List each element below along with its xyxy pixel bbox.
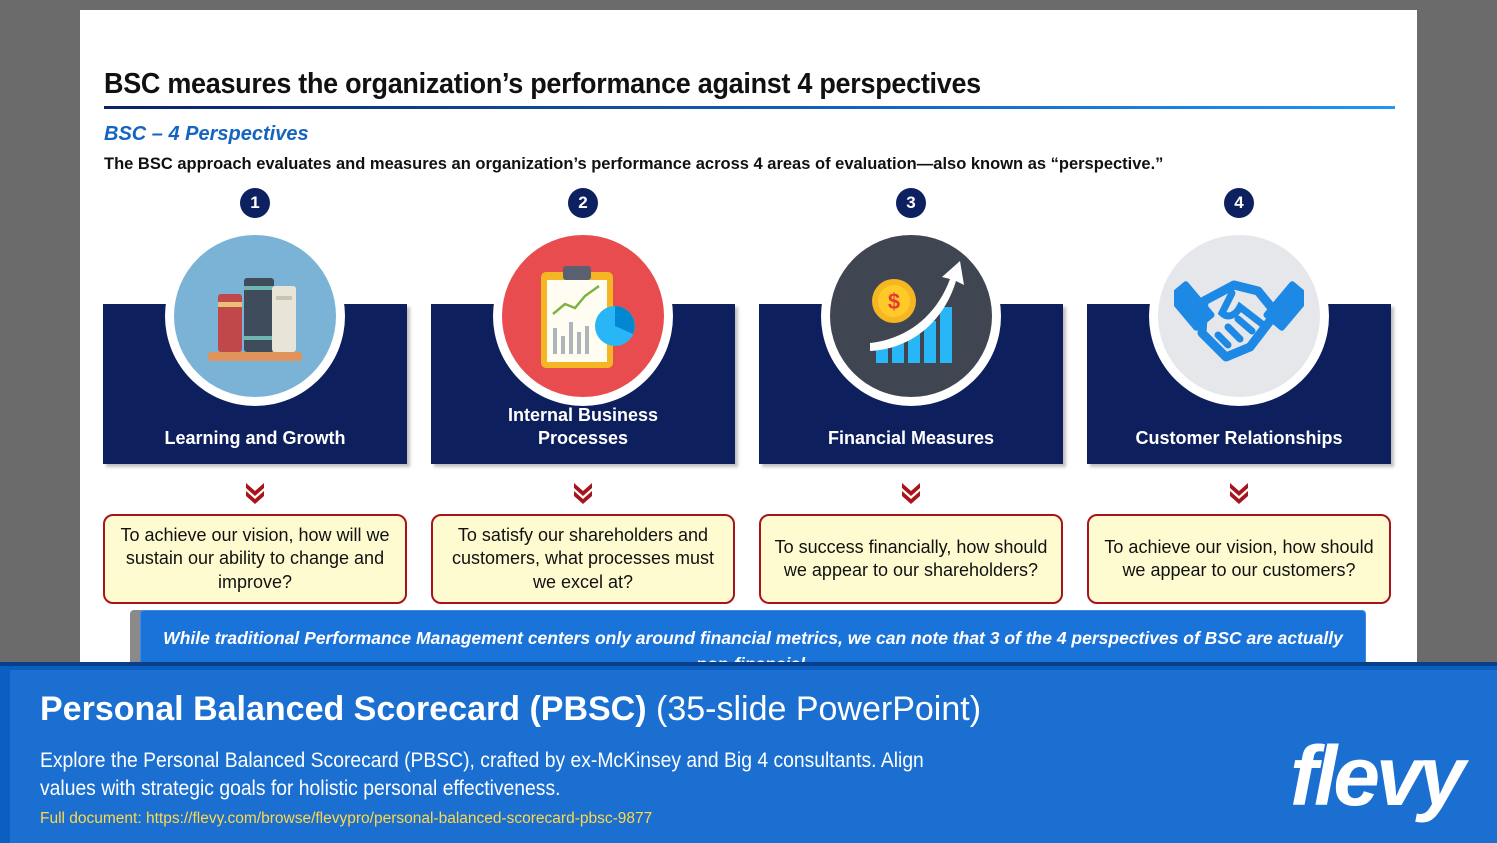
clipboard-chart-icon xyxy=(502,235,664,397)
perspective-number: 2 xyxy=(568,188,598,218)
chevron-down-icon xyxy=(246,483,264,504)
perspective-number: 3 xyxy=(896,188,926,218)
perspective-customer: 4 Customer Relationships To achieve our … xyxy=(1087,188,1391,604)
icon-ring xyxy=(1149,226,1329,406)
perspective-label: Learning and Growth xyxy=(164,428,346,448)
slide-title: BSC measures the organization’s performa… xyxy=(104,68,981,100)
chevron-down-icon xyxy=(574,483,592,504)
handshake-icon xyxy=(1158,235,1320,397)
flevy-logo[interactable]: flevy xyxy=(1290,729,1465,823)
footer-title-bold: Personal Balanced Scorecard (PBSC) xyxy=(40,690,647,728)
perspective-question: To achieve our vision, how should we app… xyxy=(1087,514,1391,604)
perspective-number: 4 xyxy=(1224,188,1254,218)
footer-inner xyxy=(10,670,1497,843)
slide-subtitle: BSC – 4 Perspectives xyxy=(104,123,309,145)
footer-description: Explore the Personal Balanced Scorecard … xyxy=(40,749,924,800)
perspective-number: 1 xyxy=(240,188,270,218)
perspective-label: Customer Relationships xyxy=(1135,428,1343,448)
title-rule xyxy=(104,106,1395,109)
note-callout: While traditional Performance Management… xyxy=(140,610,1366,670)
footer-document-link[interactable]: Full document: https://flevy.com/browse/… xyxy=(40,810,653,827)
footer-banner xyxy=(0,662,1497,843)
perspective-internal-business: 2 Internal Business Processes xyxy=(431,188,735,604)
chevron-down-icon xyxy=(1230,483,1248,504)
books-icon xyxy=(174,235,336,397)
chevron-down-icon xyxy=(902,483,920,504)
perspective-question: To satisfy our shareholders and customer… xyxy=(431,514,735,604)
perspective-question: To achieve our vision, how will we susta… xyxy=(103,514,407,604)
icon-ring xyxy=(493,226,673,406)
footer-title-light: (35-slide PowerPoint) xyxy=(646,690,982,728)
svg-text:$: $ xyxy=(888,289,900,314)
slide-description: The BSC approach evaluates and measures … xyxy=(104,155,1164,173)
footer-title: Personal Balanced Scorecard (PBSC) (35-s… xyxy=(40,690,981,729)
slide: BSC measures the organization’s performa… xyxy=(80,10,1417,670)
perspective-label: Financial Measures xyxy=(827,428,995,448)
icon-ring: $ xyxy=(821,226,1001,406)
perspective-financial: 3 Financial Measures $ xyxy=(759,188,1063,604)
coin-growth-icon: $ xyxy=(830,235,992,397)
perspective-learning-growth: 1 Learning and Growth To a xyxy=(103,188,407,604)
icon-ring xyxy=(165,226,345,406)
perspective-label: Internal Business Processes xyxy=(507,405,659,448)
perspective-question: To success financially, how should we ap… xyxy=(759,514,1063,604)
